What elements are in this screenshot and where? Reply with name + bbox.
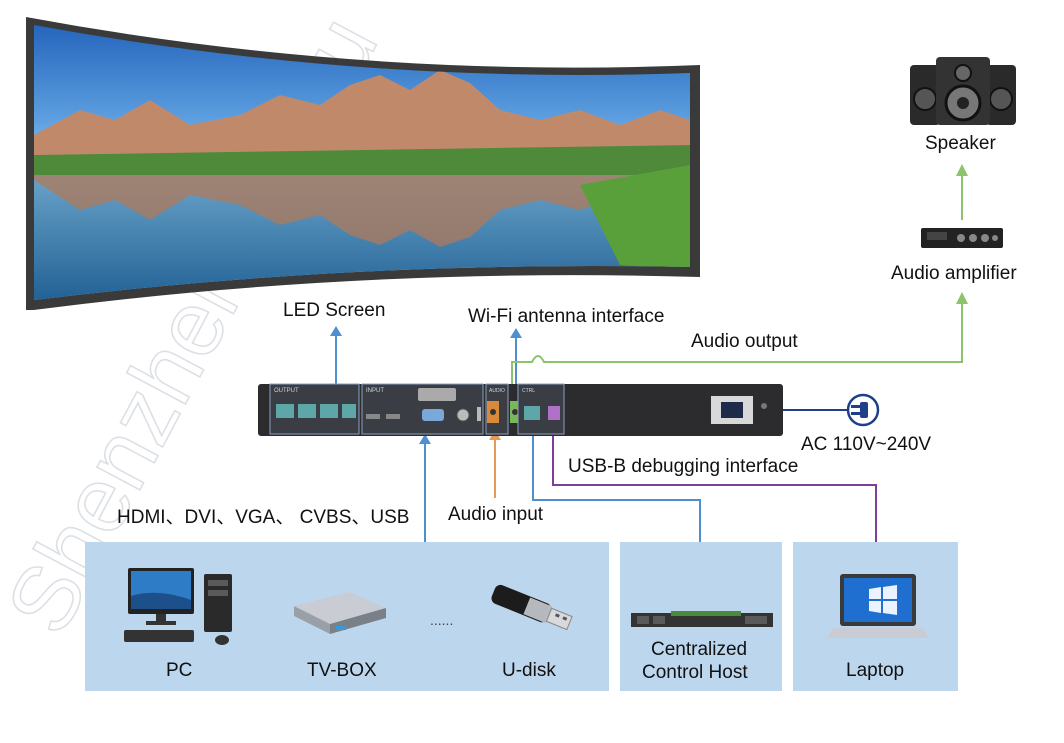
speaker-label: Speaker <box>925 133 996 155</box>
led-screen-arrowhead <box>330 326 342 336</box>
amplifier-arrowhead <box>956 292 968 304</box>
ellipsis-label: ...... <box>430 612 453 628</box>
usb-b-label: USB-B debugging interface <box>568 456 798 478</box>
amplifier-label: Audio amplifier <box>891 263 1017 285</box>
led-screen-label: LED Screen <box>283 300 385 322</box>
udisk-label: U-disk <box>502 660 556 682</box>
audio-output-label: Audio output <box>691 331 798 353</box>
panel-label-output: OUTPUT <box>274 388 299 394</box>
wifi-arrowhead <box>510 328 522 338</box>
ac-power-label: AC 110V~240V <box>801 434 931 456</box>
wifi-label: Wi-Fi antenna interface <box>468 306 664 328</box>
control-host-link <box>533 428 700 545</box>
speaker-icon <box>908 55 1018 127</box>
speaker-arrowhead <box>956 164 968 176</box>
panel-label-input: INPUT <box>366 388 384 394</box>
amplifier-icon <box>921 226 1003 250</box>
controller-device: OUTPUT INPUT AUDIO CTRL <box>258 382 783 438</box>
laptop-label: Laptop <box>846 660 904 682</box>
panel-label-ctrl: CTRL <box>522 388 535 394</box>
laptop-icon <box>825 572 931 644</box>
pc-label: PC <box>166 660 192 682</box>
inputs-label: HDMI、DVI、VGA、 CVBS、USB <box>117 502 409 529</box>
control-host-label-line2: Control Host <box>642 662 748 684</box>
panel-label-audio: AUDIO <box>489 388 505 394</box>
power-plug-icon <box>846 393 880 427</box>
pc-icon <box>122 566 242 648</box>
audio-input-label: Audio input <box>448 504 543 526</box>
control-host-icon <box>631 610 773 630</box>
tvbox-label: TV-BOX <box>307 660 377 682</box>
output-ports <box>276 404 356 418</box>
tvbox-icon <box>290 588 390 638</box>
udisk-icon <box>486 584 578 634</box>
control-host-label-line1: Centralized <box>651 639 747 661</box>
